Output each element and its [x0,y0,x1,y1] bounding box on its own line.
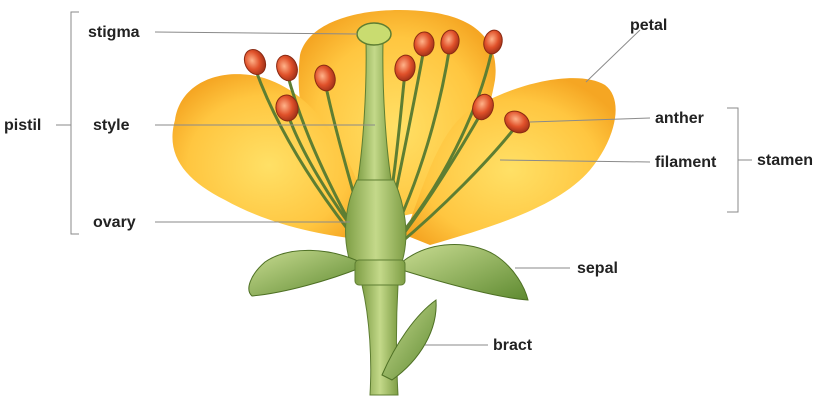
label-petal: petal [630,17,667,34]
label-pistil: pistil [4,117,41,134]
sepal-right [402,245,528,300]
label-stamen: stamen [757,152,813,169]
ovary-body [346,180,406,262]
leader-petal [586,30,640,82]
label-style: style [93,117,130,134]
stigma-cap [357,23,391,45]
label-ovary: ovary [93,214,136,231]
label-stigma: stigma [88,24,140,41]
label-bract: bract [493,337,533,354]
receptacle [355,260,405,285]
sepal-left [249,250,360,296]
anther-1 [240,46,269,78]
label-sepal: sepal [577,260,618,277]
stamen-bracket [727,108,738,212]
label-filament: filament [655,154,717,171]
anther-2 [273,52,301,83]
label-anther: anther [655,110,704,127]
pistil-bracket [71,12,79,234]
